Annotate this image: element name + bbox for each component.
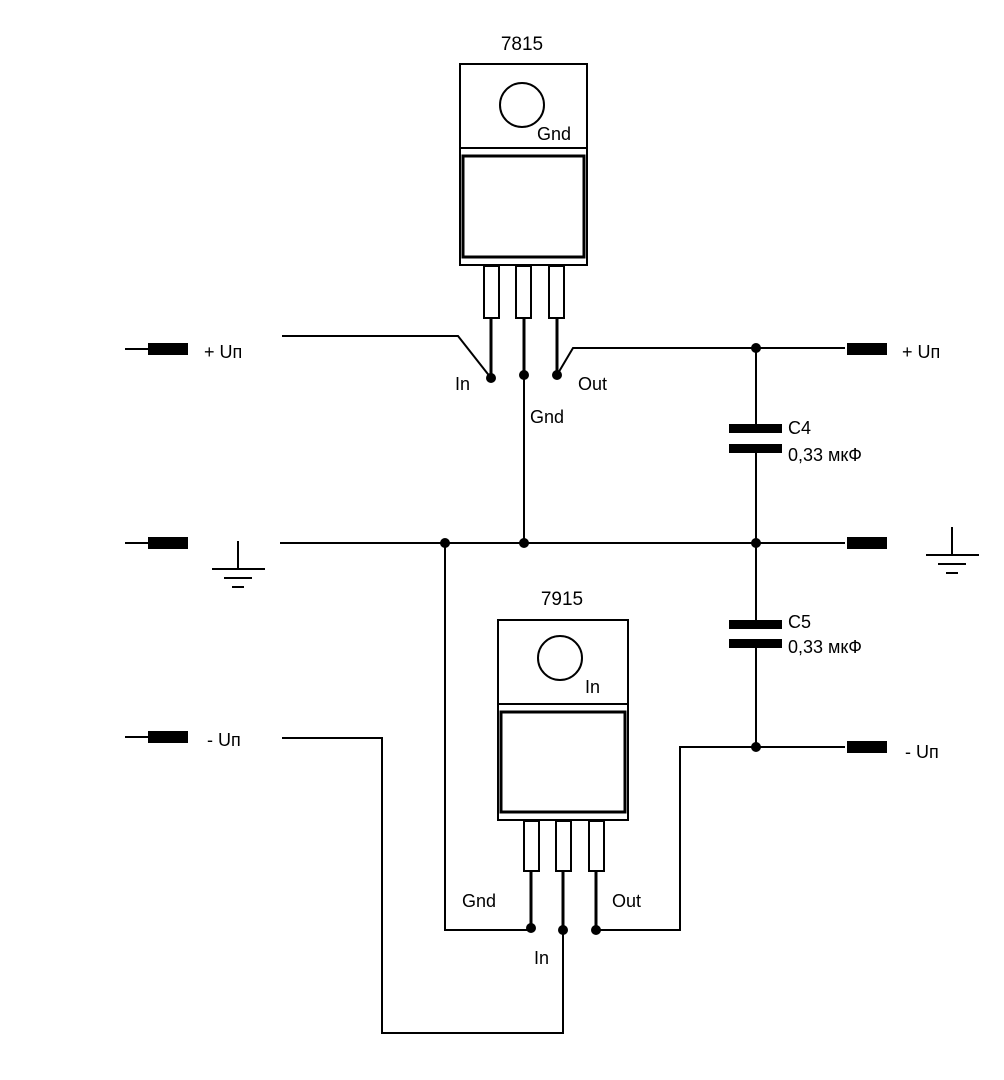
regulator-7815: 7815 Gnd In Gnd Out (455, 34, 607, 427)
capacitor-c5-ref: C5 (788, 612, 811, 632)
regulator-7815-pin-in-label: In (455, 374, 470, 394)
terminal-neg-out: - Uп (847, 741, 939, 762)
terminal-pos-in-pad (148, 343, 188, 355)
regulator-7815-name: 7815 (501, 34, 543, 55)
terminal-neg-in: - Uп (125, 730, 241, 750)
regulator-7915-leg-in (555, 820, 572, 872)
terminal-neg-out-pad (847, 741, 887, 753)
regulator-7815-leg-out (548, 265, 565, 319)
junction-gnd-mid (519, 538, 529, 548)
capacitor-c5-value: 0,33 мкФ (788, 637, 862, 657)
regulator-7915-pin-gnd-node (526, 923, 536, 933)
capacitor-c5-plate-top (729, 620, 782, 629)
junction-pos-out (751, 343, 761, 353)
regulator-7915: 7915 In Gnd In Out (462, 589, 641, 968)
terminal-neg-in-label: - Uп (207, 730, 241, 750)
capacitor-c4: C4 0,33 мкФ (729, 418, 862, 465)
regulator-7915-package (497, 619, 629, 821)
ground-symbol-right-icon (926, 527, 979, 574)
capacitor-c4-ref: C4 (788, 418, 811, 438)
regulator-7815-pin-out-label: Out (578, 374, 607, 394)
terminal-pos-in: + Uп (125, 342, 242, 362)
wiring (280, 335, 845, 1034)
regulator-7915-pin-in-label: In (534, 948, 549, 968)
terminal-gnd-out (847, 537, 887, 549)
wire-neg-output (596, 746, 845, 931)
terminal-gnd-in-pad (148, 537, 188, 549)
wire-pos-input (282, 335, 492, 379)
terminal-gnd-out-pad (847, 537, 887, 549)
capacitor-c4-plate-top (729, 424, 782, 433)
terminal-gnd-in (125, 537, 188, 549)
regulator-7915-mount-hole (537, 635, 583, 681)
regulator-7915-leg-gnd (523, 820, 540, 872)
regulator-7815-leg-gnd (515, 265, 532, 319)
terminal-neg-in-pad (148, 731, 188, 743)
wire-7915-gnd (444, 543, 531, 931)
junction-gnd-left (440, 538, 450, 548)
junction-gnd-right (751, 538, 761, 548)
regulator-7915-pin-gnd-label: Gnd (462, 891, 496, 911)
regulator-7815-leg-in (483, 265, 500, 319)
regulator-7815-heatsink-body (461, 154, 586, 259)
terminal-pos-out-label: + Uп (902, 342, 940, 362)
junction-neg-out (751, 742, 761, 752)
terminal-pos-out-pad (847, 343, 887, 355)
regulator-7915-leg-out (588, 820, 605, 872)
wire-neg-input (282, 737, 564, 1034)
regulator-7815-tab-label: Gnd (537, 124, 571, 144)
ground-symbol-left-icon (212, 541, 265, 588)
regulator-7915-name: 7915 (541, 589, 583, 610)
regulator-7815-package (459, 63, 588, 266)
wire-pos-output (556, 347, 845, 376)
terminal-pos-out: + Uп (847, 342, 940, 362)
regulator-7815-pin-gnd-label: Gnd (530, 407, 564, 427)
regulator-7915-tab-label: In (585, 677, 600, 697)
terminal-neg-out-label: - Uп (905, 742, 939, 762)
capacitor-c5-plate-bottom (729, 639, 782, 648)
capacitor-c4-value: 0,33 мкФ (788, 445, 862, 465)
regulator-7915-pin-out-label: Out (612, 891, 641, 911)
capacitor-c4-plate-bottom (729, 444, 782, 453)
regulator-7915-heatsink-body (499, 710, 627, 814)
capacitor-c5: C5 0,33 мкФ (729, 612, 862, 657)
terminal-pos-in-label: + Uп (204, 342, 242, 362)
regulator-7815-mount-hole (499, 82, 545, 128)
